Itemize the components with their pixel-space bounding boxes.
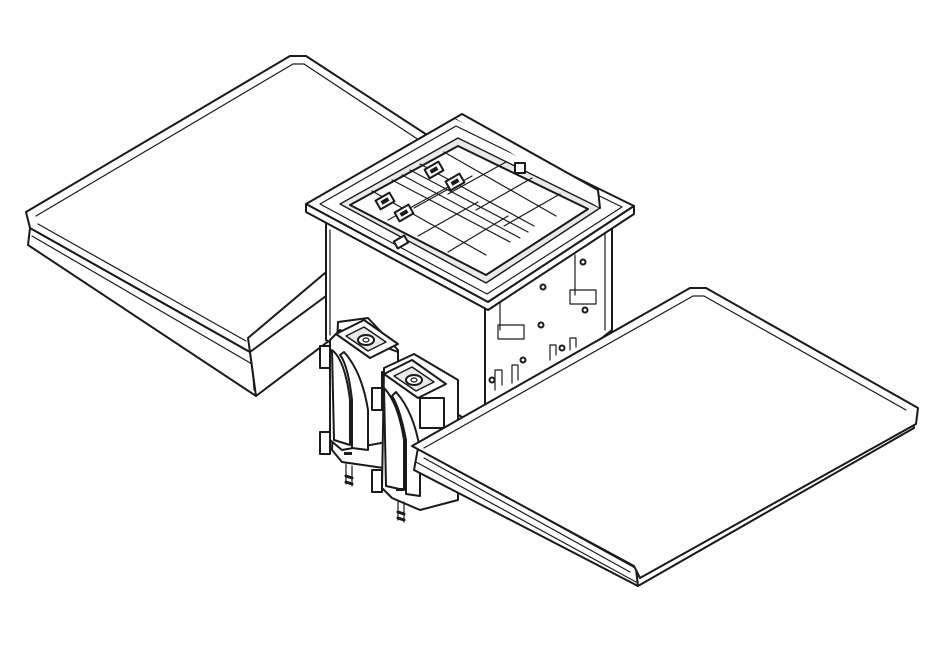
left-panel-rim-line — [35, 63, 435, 217]
divider-bar — [401, 169, 529, 239]
data-port-slot — [429, 166, 439, 174]
module-clip — [371, 469, 383, 493]
grid-cross-line — [387, 161, 561, 253]
module-clip — [371, 387, 383, 411]
screw — [537, 321, 545, 329]
grid-line — [443, 151, 557, 217]
box-right-wall-brackets — [488, 254, 597, 391]
wall-slots — [494, 337, 577, 391]
module-latch — [419, 397, 445, 429]
box-frame-inner-line — [319, 125, 623, 295]
bracket — [497, 324, 525, 340]
box-latch-tab — [514, 162, 526, 174]
socket-outlet-icon — [357, 334, 375, 346]
left-panel-corner-line — [251, 363, 255, 391]
module-front-arch — [383, 387, 405, 491]
insert-grid — [371, 151, 561, 256]
right-panel-underside-line — [415, 461, 637, 583]
terminal-thread — [344, 474, 354, 486]
module-marker — [396, 488, 404, 491]
box-front-tab — [392, 234, 410, 250]
right-panel-edge-line — [639, 423, 917, 579]
socket-pin — [410, 377, 418, 383]
socket-outlet-icon — [405, 374, 423, 386]
screw — [579, 258, 587, 266]
right-panel-top — [411, 287, 919, 579]
socket-module-rear — [319, 317, 405, 487]
left-panel-underside-line — [31, 235, 253, 365]
grid-line — [419, 163, 535, 227]
module-marker — [344, 452, 352, 455]
data-ports — [374, 160, 466, 223]
module-rear-arch-inner — [339, 351, 369, 451]
data-port-slot — [399, 209, 409, 217]
socket-pin — [362, 337, 370, 343]
lid-hinge-edge — [454, 113, 601, 209]
left-panel-edge-line — [37, 223, 247, 342]
right-panel-rim-line — [423, 295, 907, 449]
right-panel-edge-line — [423, 457, 631, 573]
module-clip — [319, 345, 331, 369]
screw — [558, 344, 566, 352]
floor-box — [305, 113, 635, 431]
bracket-leg — [499, 254, 576, 331]
data-port-slot — [450, 178, 460, 186]
screw — [539, 283, 547, 291]
screw — [519, 356, 527, 364]
terminal-thread — [396, 510, 406, 522]
screw — [581, 306, 589, 314]
module-clip — [319, 431, 331, 455]
right-cover-panel — [411, 287, 919, 587]
grid-line — [391, 179, 511, 243]
data-port-slot — [380, 197, 390, 205]
module-rear-arch — [331, 349, 351, 446]
bracket — [569, 289, 597, 305]
box-frame-edge — [305, 203, 635, 311]
screw — [488, 376, 496, 384]
